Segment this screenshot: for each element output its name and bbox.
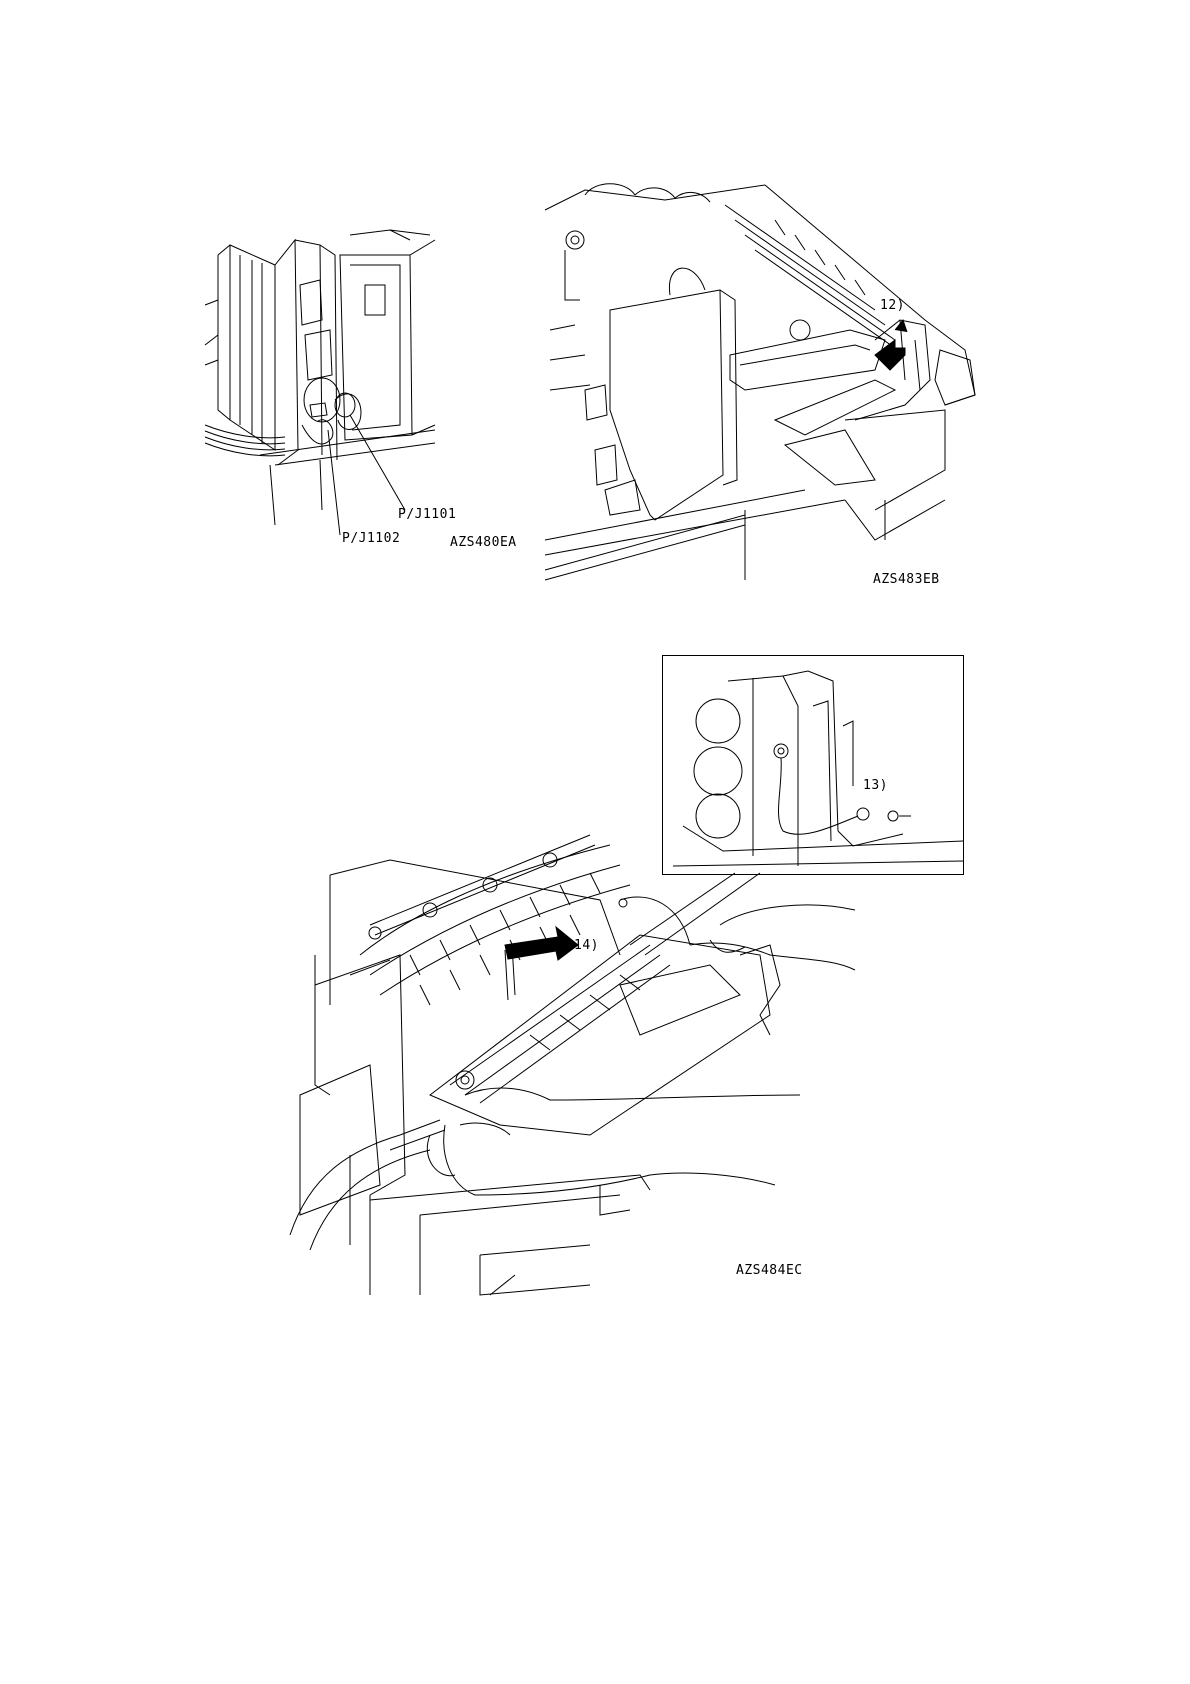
callout-pj1101: P/J1101 [398, 507, 456, 522]
figure-code: AZS484EC [736, 1263, 803, 1278]
figure-2-drawing [545, 180, 975, 640]
figure-2-lever-view: 12) AZS483EB [545, 180, 975, 640]
callout-pj1102: P/J1102 [342, 531, 400, 546]
figure-code: AZS480EA [450, 535, 517, 550]
step-label-12: 12) [880, 298, 905, 313]
figure-1-connector-view: P/J1101 P/J1102 AZS480EA [200, 225, 540, 595]
figure-3-fuser-removal: 13) [290, 655, 910, 1355]
figure-code: AZS483EB [873, 572, 940, 587]
figure-3-drawing [290, 655, 910, 1355]
step-label-14: 14) [574, 938, 599, 953]
